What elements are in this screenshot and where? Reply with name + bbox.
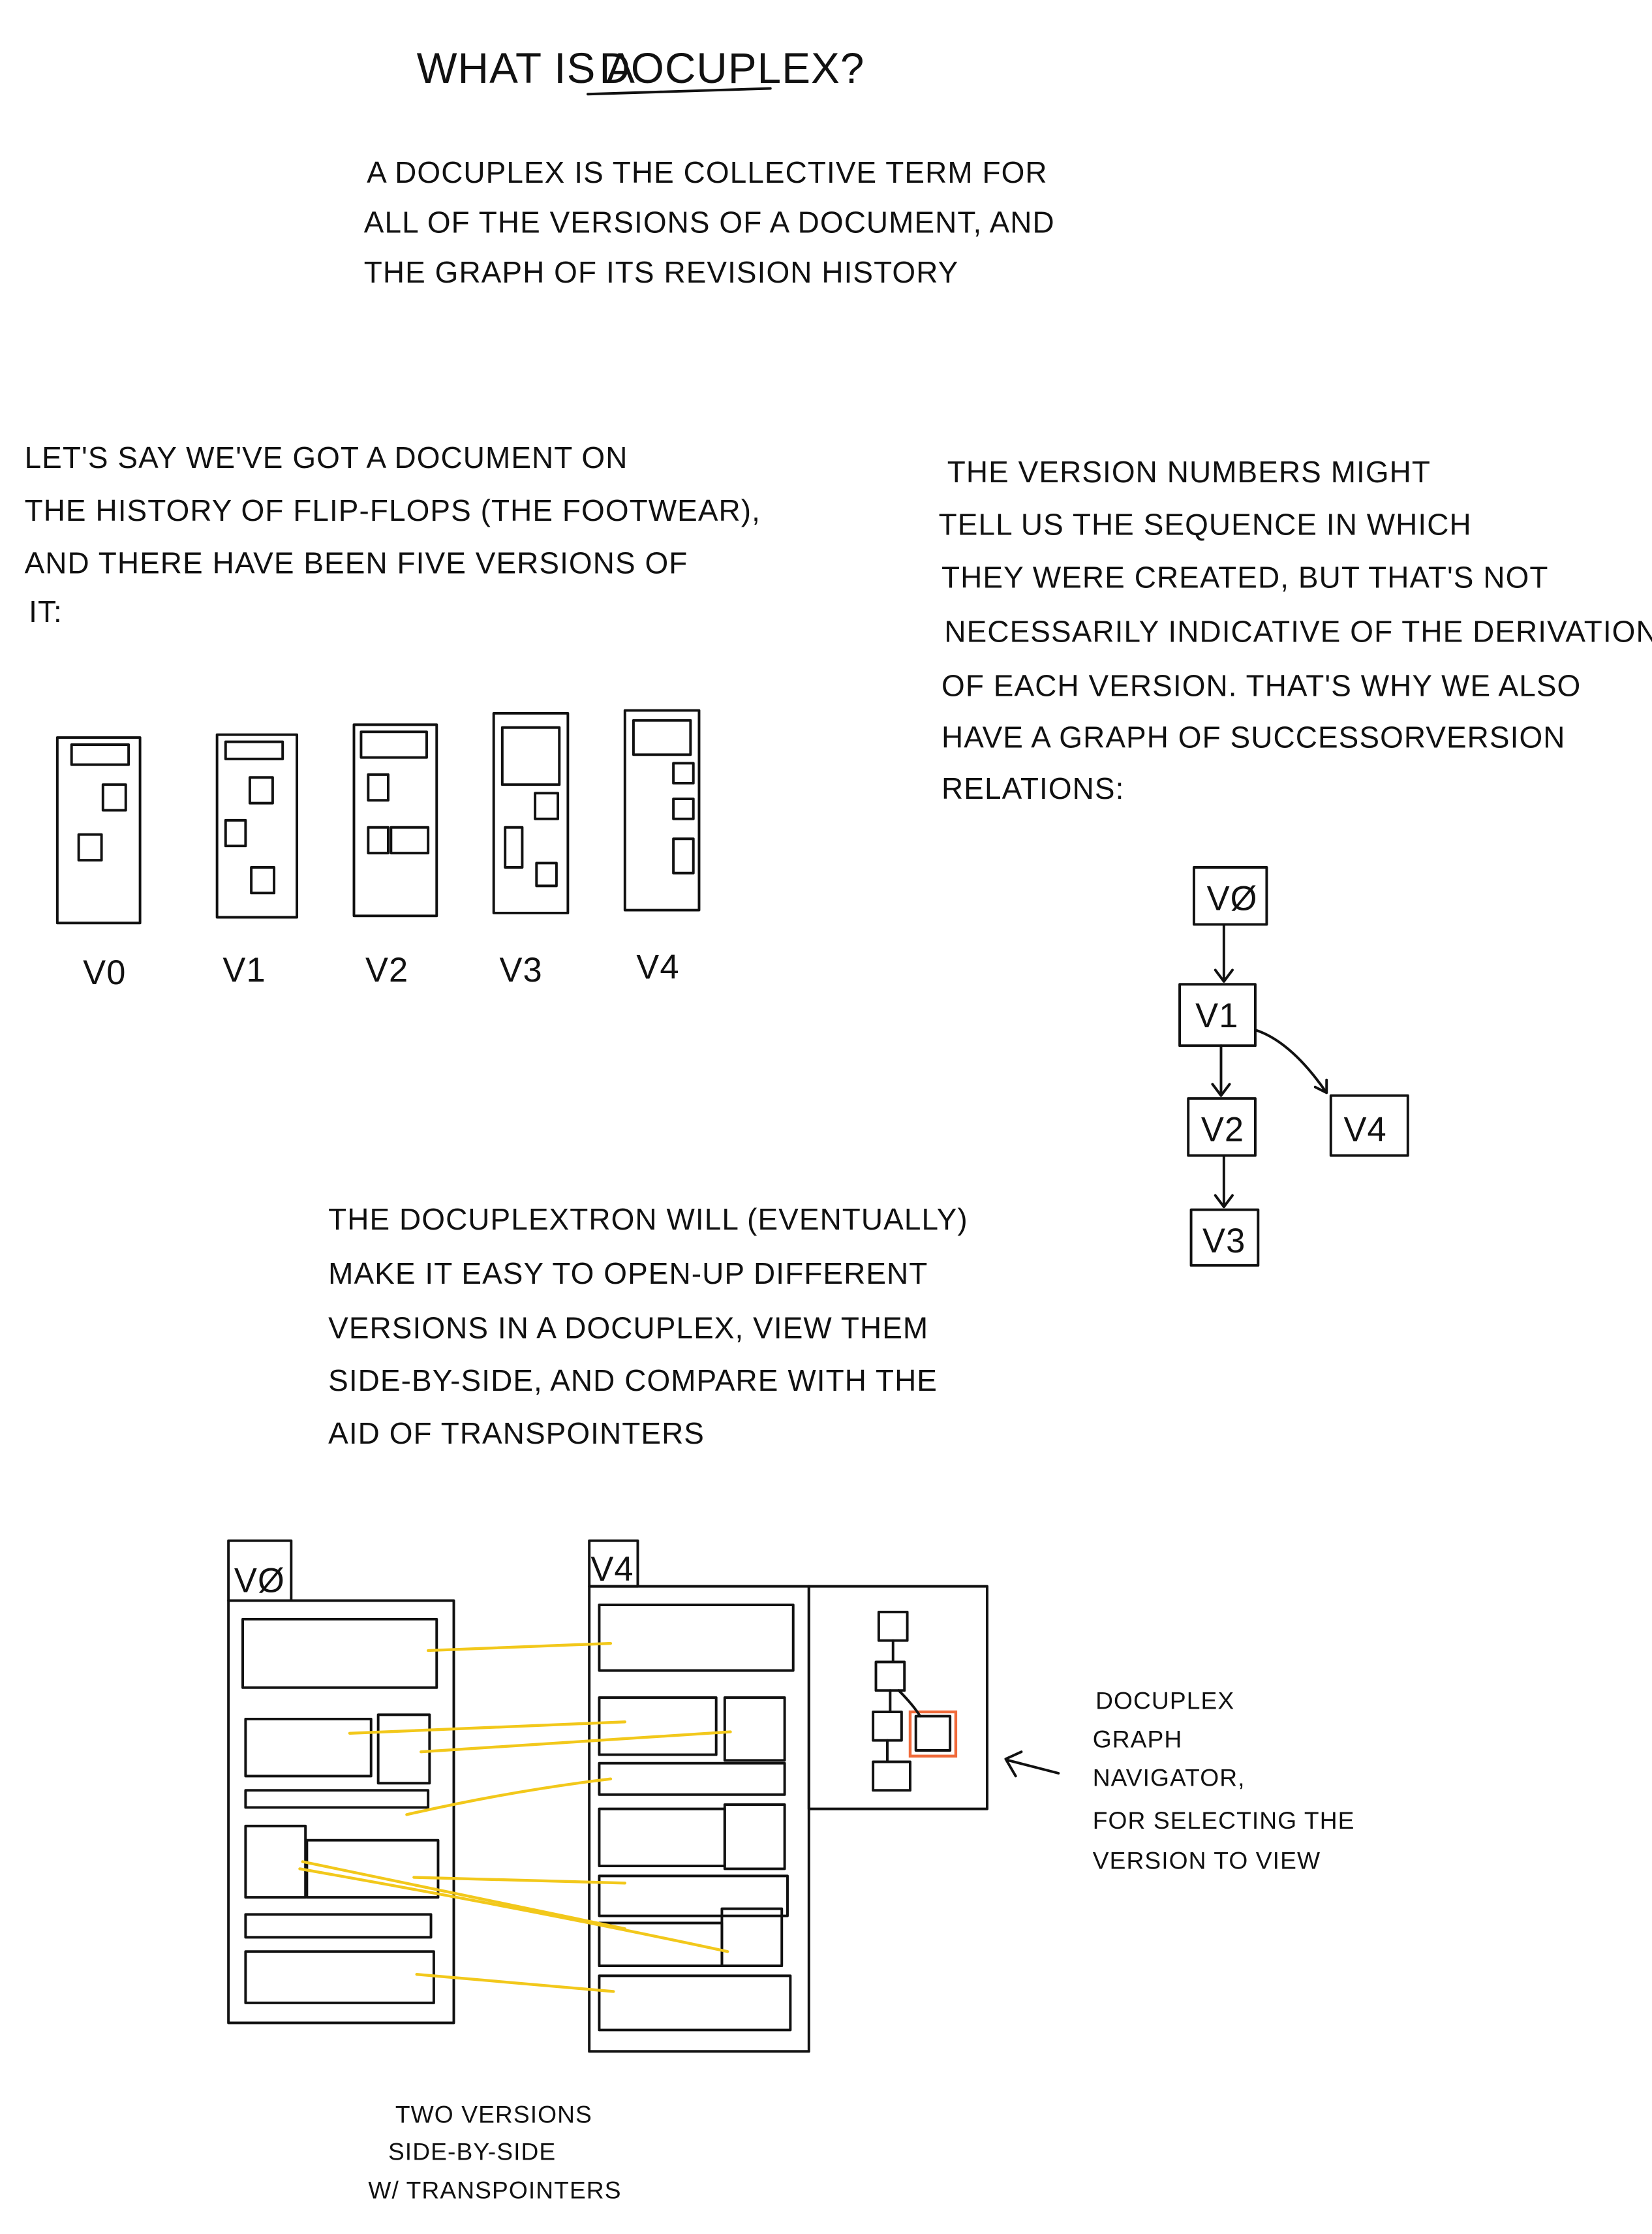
thumbnail-v0: V0 — [55, 736, 142, 992]
text-line: necessarily indicative of the derivation — [944, 615, 1652, 649]
version-label: V0 — [83, 954, 126, 992]
caption-line: side-by-side — [388, 2137, 556, 2165]
version-thumbnails: V0 V1 V2 V3 — [55, 709, 701, 992]
text-line: tell us the sequence in which — [939, 508, 1472, 542]
caption-line: graph — [1093, 1726, 1183, 1753]
graph-node-label: VØ — [1207, 880, 1258, 918]
transpointer-line — [301, 1860, 626, 1931]
graph-node — [1189, 1208, 1260, 1267]
mockup-caption: Two versions side-by-side w/ transpointe… — [368, 2101, 621, 2204]
caption-line: Two versions — [395, 2101, 592, 2128]
text-line: side-by-side, and compare with the — [328, 1363, 938, 1397]
graph-node — [1329, 1094, 1409, 1157]
graph-node — [1187, 1097, 1257, 1157]
navigator-node[interactable] — [872, 1760, 911, 1792]
caption-line: version to view — [1093, 1846, 1321, 1874]
tab-label: VØ — [234, 1562, 285, 1600]
text-line: all of the versions of a document, and — [364, 205, 1055, 239]
text-line: The Docuplextron will (eventually) — [328, 1202, 968, 1236]
text-line: make it easy to open-up different — [328, 1256, 928, 1290]
navigator-node[interactable] — [874, 1660, 906, 1692]
transpointer-line — [298, 1867, 729, 1953]
text-line: and there have been five versions of — [25, 546, 688, 580]
text-line: of each version. That's why we also — [941, 669, 1581, 703]
text-line: the graph of its revision history — [364, 255, 959, 289]
title-prefix: What is a — [417, 44, 635, 92]
transpointer-line — [348, 1720, 626, 1735]
graph-note-paragraph: The version numbers might tell us the se… — [939, 455, 1652, 805]
left-document-panel: VØ — [227, 1539, 455, 2025]
thumbnail-v2: V2 — [352, 723, 438, 989]
page-title: What is a Docuplex? — [417, 44, 864, 96]
example-paragraph: Let's say we've got a document on the hi… — [25, 441, 761, 628]
version-label: V1 — [222, 952, 266, 989]
graph-node-label: V3 — [1202, 1222, 1246, 1260]
graph-node — [1178, 983, 1257, 1047]
thumbnail-v1: V1 — [215, 733, 299, 989]
pointer-arrow-icon — [1004, 1750, 1060, 1778]
text-line: have a graph of successorVersion — [941, 720, 1565, 754]
graph-node-label: V2 — [1201, 1111, 1244, 1149]
navigator-node[interactable] — [872, 1711, 903, 1742]
arrow-icon — [1253, 1029, 1328, 1094]
transpointer-line — [420, 1730, 732, 1754]
arrow-icon — [1211, 1044, 1231, 1097]
text-line: versions in a docuplex, view them — [328, 1311, 928, 1344]
text-line: relations: — [941, 771, 1124, 805]
text-line: the history of flip-flops (the footwear)… — [25, 493, 761, 527]
text-line: aid of transpointers — [328, 1416, 705, 1450]
docuplextron-paragraph: The Docuplextron will (eventually) make … — [328, 1202, 968, 1450]
version-graph: VØ V1 V2 V3 V4 — [1178, 866, 1409, 1267]
transpointers — [298, 1641, 732, 1993]
tab-label: V4 — [590, 1551, 634, 1589]
thumbnail-v3: V3 — [492, 711, 570, 989]
title-emphasis: Docuplex? — [599, 44, 864, 92]
definition-paragraph: A docuplex is the collective term for al… — [364, 155, 1055, 289]
graph-navigator: Docuplex graph navigator, for selecting … — [807, 1585, 1355, 1874]
selected-version-highlight — [908, 1710, 958, 1758]
version-label: V4 — [636, 948, 679, 986]
text-line: Let's say we've got a document on — [25, 441, 628, 474]
version-label: V2 — [365, 952, 408, 989]
graph-node-label: V4 — [1343, 1111, 1386, 1149]
transpointer-line — [405, 1777, 613, 1816]
transpointer-line — [426, 1641, 613, 1652]
thumbnail-v4: V4 — [623, 709, 701, 986]
text-line: The version numbers might — [947, 455, 1431, 489]
text-line: it: — [29, 595, 63, 628]
navigator-node-v4[interactable] — [914, 1714, 952, 1752]
title-underline — [587, 87, 772, 96]
text-line: A docuplex is the collective term for — [367, 155, 1047, 189]
arrow-icon — [1214, 1154, 1234, 1209]
right-document-panel: V4 — [588, 1539, 810, 2053]
transpointer-line — [415, 1972, 615, 1993]
caption-line: navigator, — [1093, 1764, 1246, 1792]
transpointer-line — [412, 1876, 626, 1885]
caption-line: w/ transpointers — [368, 2176, 621, 2203]
text-line: they were created, but that's not — [941, 561, 1548, 595]
graph-node-label: V1 — [1195, 997, 1238, 1035]
version-label: V3 — [499, 952, 542, 989]
arrow-icon — [1214, 923, 1234, 983]
navigator-node[interactable] — [877, 1611, 909, 1642]
caption-line: Docuplex — [1095, 1687, 1234, 1714]
caption-line: for selecting the — [1093, 1807, 1355, 1834]
graph-node — [1192, 866, 1268, 926]
